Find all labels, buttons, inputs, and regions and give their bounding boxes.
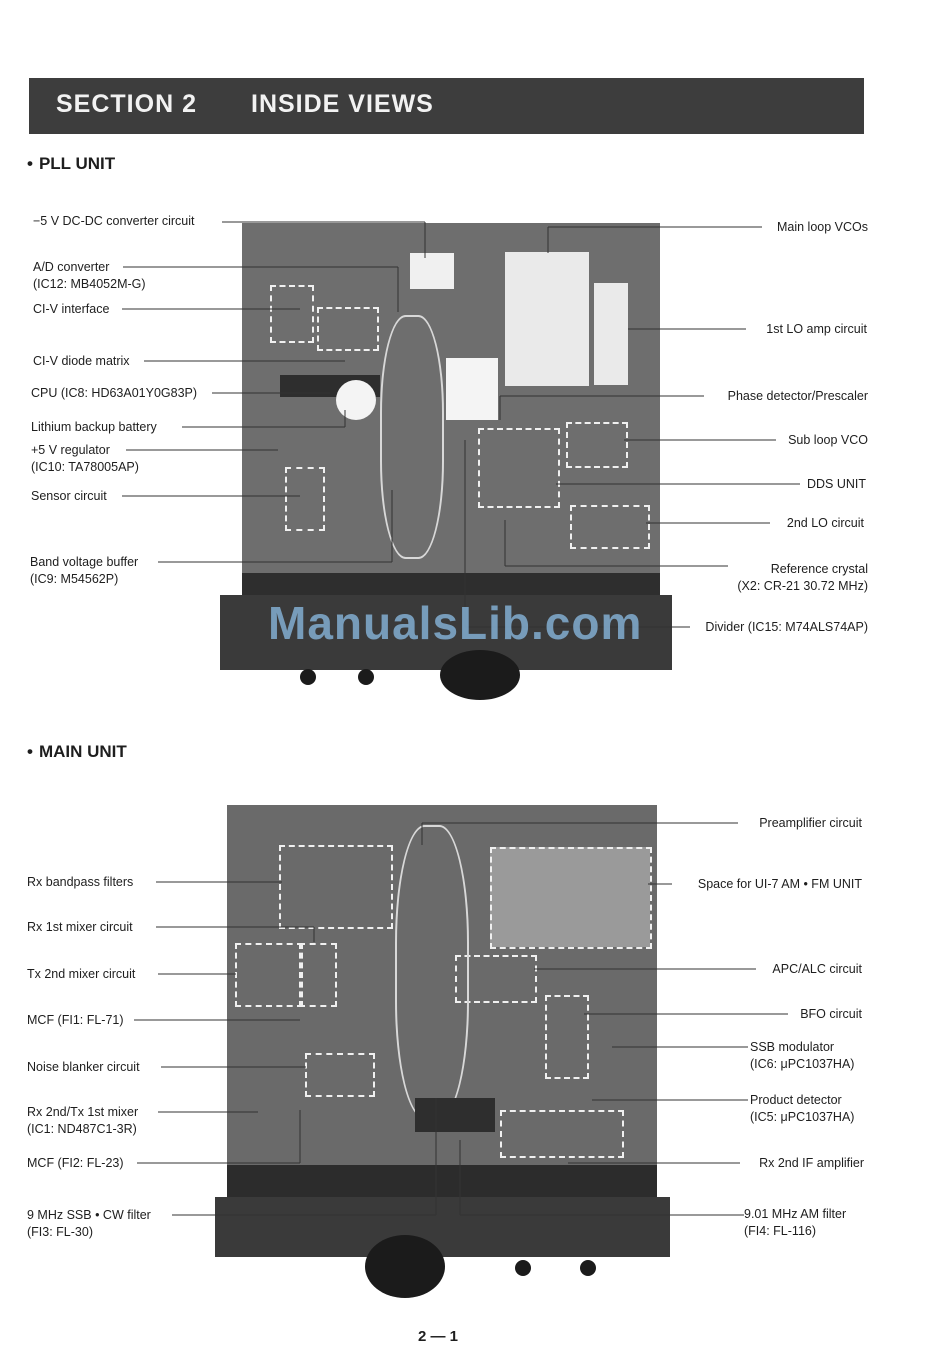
- label-lithium-battery: Lithium backup battery: [31, 420, 157, 434]
- label-2nd-lo: 2nd LO circuit: [786, 516, 864, 530]
- label-divider: Divider (IC15: M74ALS74AP): [705, 620, 868, 634]
- label-tx-2nd-mixer: Tx 2nd mixer circuit: [27, 967, 136, 981]
- label-mcf-fi2: MCF (FI2: FL-23): [27, 1156, 124, 1170]
- label-ad-converter: A/D converter(IC12: MB4052M-G): [33, 260, 146, 291]
- label-main-loop-vcos: Main loop VCOs: [776, 220, 868, 234]
- label-phase-detector: Phase detector/Prescaler: [727, 389, 868, 403]
- watermark: ManualsLib.com: [268, 597, 643, 649]
- label-dc-dc-converter: −5 V DC-DC converter circuit: [33, 214, 195, 228]
- label-rx-bandpass: Rx bandpass filters: [27, 875, 134, 889]
- label-rx-2nd-if-amp: Rx 2nd IF amplifier: [759, 1156, 864, 1170]
- label-product-detector: Product detector(IC5: μPC1037HA): [750, 1093, 855, 1124]
- label-1st-lo-amp: 1st LO amp circuit: [766, 322, 867, 336]
- main-unit-photo: [215, 795, 670, 1298]
- label-mcf-fi1: MCF (FI1: FL-71): [27, 1013, 124, 1027]
- label-bfo: BFO circuit: [800, 1007, 862, 1021]
- pll-unit-heading: PLL UNIT: [27, 154, 115, 174]
- label-9-01mhz-am-filter: 9.01 MHz AM filter(FI4: FL-116): [744, 1207, 847, 1238]
- label-ssb-modulator: SSB modulator(IC6: μPC1037HA): [750, 1040, 855, 1071]
- label-civ-diode-matrix: CI-V diode matrix: [33, 354, 130, 368]
- page-number: 2 — 1: [418, 1328, 459, 1345]
- section-banner: SECTION 2 INSIDE VIEWS: [29, 78, 864, 134]
- label-cpu: CPU (IC8: HD63A01Y0G83P): [31, 386, 198, 400]
- label-rx-2nd-tx-1st-mixer: Rx 2nd/Tx 1st mixer(IC1: ND487C1-3R): [27, 1105, 139, 1136]
- label-apc-alc: APC/ALC circuit: [772, 962, 862, 976]
- label-rx-1st-mixer: Rx 1st mixer circuit: [27, 920, 133, 934]
- label-5v-regulator: +5 V regulator(IC10: TA78005AP): [31, 443, 139, 474]
- label-preamplifier: Preamplifier circuit: [759, 816, 862, 830]
- main-unit-heading: MAIN UNIT: [27, 742, 127, 762]
- label-9mhz-ssb-cw-filter: 9 MHz SSB • CW filter(FI3: FL-30): [27, 1208, 151, 1239]
- section-number: SECTION 2: [56, 90, 197, 118]
- label-band-voltage-buffer: Band voltage buffer(IC9: M54562P): [30, 555, 139, 586]
- label-dds-unit: DDS UNIT: [806, 477, 866, 491]
- label-noise-blanker: Noise blanker circuit: [27, 1060, 140, 1074]
- label-ui7-space: Space for UI-7 AM • FM UNIT: [697, 877, 862, 891]
- label-sub-loop-vco: Sub loop VCO: [788, 433, 868, 447]
- section-title: INSIDE VIEWS: [251, 90, 434, 118]
- label-sensor-circuit: Sensor circuit: [31, 489, 107, 503]
- pll-unit-photo: [220, 195, 672, 700]
- label-civ-interface: CI-V interface: [33, 302, 110, 316]
- label-reference-crystal: Reference crystal(X2: CR-21 30.72 MHz): [737, 562, 868, 593]
